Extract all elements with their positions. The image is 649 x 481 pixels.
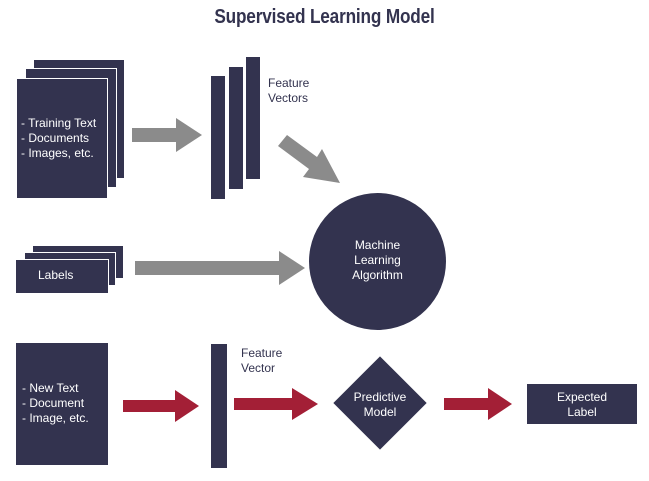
feature-vector-bar-front <box>210 75 226 200</box>
feature-vector-bar <box>211 344 227 468</box>
arrow-training-to-features <box>132 118 202 152</box>
new-input-line-3: - Image, etc. <box>22 411 89 425</box>
arrow-model-to-expected-label <box>444 388 512 420</box>
predictive-model-line-1: Predictive <box>353 390 407 404</box>
arrow-feature-vector-to-model <box>234 388 318 420</box>
expected-label-line-1: Expected <box>556 390 608 404</box>
feature-vectors-label-line-1: Feature <box>268 76 310 90</box>
ml-algorithm-line-1: Machine <box>354 238 401 252</box>
predictive-model-text: Predictive Model <box>330 390 430 420</box>
predictive-model-line-2: Model <box>363 405 397 419</box>
expected-label-line-2: Label <box>567 405 597 419</box>
feature-vector-label-line-2: Vector <box>241 361 276 375</box>
feature-vector-label: Feature Vector <box>241 346 282 376</box>
training-line-2: - Documents <box>21 131 90 145</box>
arrow-features-to-algorithm <box>278 135 340 183</box>
new-input-text: - New Text - Document - Image, etc. <box>22 381 89 426</box>
feature-vector-bar-middle <box>228 66 244 190</box>
training-line-3: - Images, etc. <box>21 146 94 160</box>
feature-vectors-label-line-2: Vectors <box>268 91 309 105</box>
labels-text: Labels <box>38 268 74 282</box>
training-data-text: - Training Text - Documents - Images, et… <box>21 116 96 161</box>
new-input-document <box>16 343 108 465</box>
diagram-title: Supervised Learning Model <box>214 6 435 28</box>
feature-vector-label-line-1: Feature <box>241 346 283 360</box>
new-input-line-1: - New Text <box>22 381 79 395</box>
training-line-1: - Training Text <box>21 116 97 130</box>
feature-vectors-label: Feature Vectors <box>268 76 309 106</box>
training-doc-front <box>16 78 108 199</box>
arrow-input-to-feature-vector <box>123 390 199 422</box>
ml-algorithm-text: Machine Learning Algorithm <box>309 238 446 283</box>
ml-algorithm-circle <box>309 193 446 330</box>
expected-label-box <box>527 384 637 424</box>
ml-algorithm-line-2: Learning <box>354 253 401 267</box>
arrow-labels-to-algorithm <box>135 251 305 285</box>
new-input-line-2: - Document <box>22 396 85 410</box>
expected-label-text: Expected Label <box>527 390 637 420</box>
ml-algorithm-line-3: Algorithm <box>352 268 403 282</box>
labels-card-front <box>15 259 109 294</box>
feature-vector-bar-back <box>245 56 261 180</box>
